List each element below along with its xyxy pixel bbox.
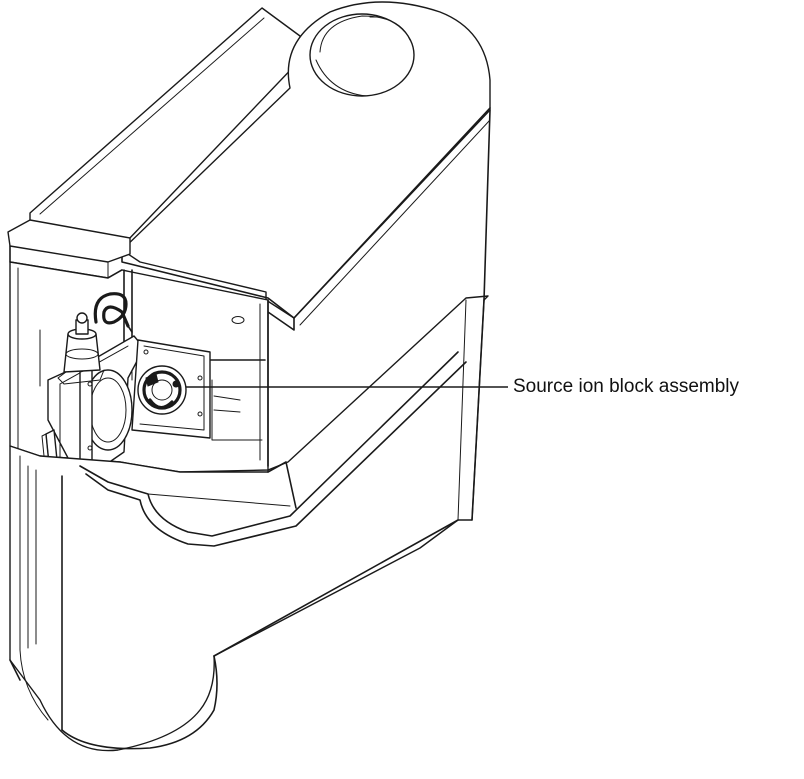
- tubing-loop: [93, 292, 133, 333]
- callout-label: Source ion block assembly: [513, 376, 739, 397]
- top-round-cap: [309, 13, 415, 97]
- ion-block-assembly: [137, 365, 187, 415]
- lower-body: [9, 109, 491, 752]
- probe-assembly: [57, 312, 105, 385]
